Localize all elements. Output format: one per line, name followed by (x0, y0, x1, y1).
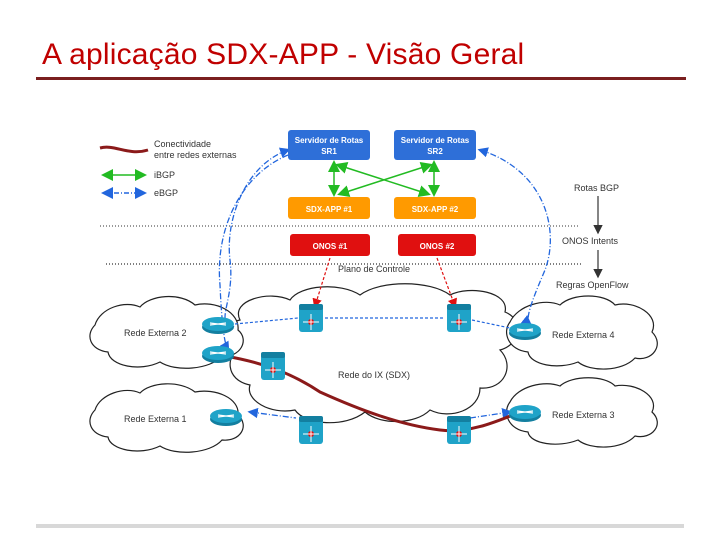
route-server-sr2-line2: SR2 (427, 147, 443, 156)
router-links (234, 317, 511, 329)
legend: Conectividade entre redes externas iBGP … (99, 139, 237, 199)
legend-ibgp-label: iBGP (154, 170, 175, 180)
router-edge-net2-a (202, 317, 234, 334)
legend-ebgp-label: eBGP (154, 188, 178, 198)
router-edge-net3 (509, 405, 541, 422)
title-underline (36, 77, 686, 80)
router-edge-net1 (210, 409, 242, 426)
sdx-app-2: SDX-APP #2 (394, 197, 476, 219)
openflow-rules-label: Regras OpenFlow (556, 280, 629, 290)
sdx-app-2-label: SDX-APP #2 (412, 205, 459, 214)
onos-2: ONOS #2 (398, 234, 476, 256)
sdx-app-1: SDX-APP #1 (288, 197, 370, 219)
external-network-1-cloud: Rede Externa 1 (89, 383, 244, 453)
external-network-3-cloud: Rede Externa 3 (506, 377, 658, 448)
bgp-routes-label: Rotas BGP (574, 183, 619, 193)
external-network-2-label: Rede Externa 2 (124, 328, 187, 338)
sdx-switch-top-left (299, 304, 323, 332)
sdx-switch-bottom-left (299, 416, 323, 444)
page-title: A aplicação SDX-APP - Visão Geral (42, 38, 525, 71)
router-edge-net2-b (202, 346, 234, 363)
external-network-4-cloud: Rede Externa 4 (506, 295, 658, 370)
external-network-1-label: Rede Externa 1 (124, 414, 187, 424)
route-server-sr1-line1: Servidor de Rotas (295, 136, 364, 145)
route-server-sr1-line2: SR1 (321, 147, 337, 156)
sdx-switch-bottom-right (447, 416, 471, 444)
route-server-sr1: Servidor de Rotas SR1 (288, 130, 370, 160)
legend-connectivity-label-2: entre redes externas (154, 150, 237, 160)
onos-1: ONOS #1 (290, 234, 370, 256)
external-network-3-label: Rede Externa 3 (552, 410, 615, 420)
footer-divider (36, 524, 684, 528)
legend-connectivity-line (99, 145, 149, 154)
onos-2-label: ONOS #2 (420, 242, 455, 251)
sdx-switch-top-right (447, 304, 471, 332)
ix-network-label: Rede do IX (SDX) (338, 370, 410, 380)
external-network-4-label: Rede Externa 4 (552, 330, 615, 340)
route-server-sr2: Servidor de Rotas SR2 (394, 130, 476, 160)
onos-1-label: ONOS #1 (313, 242, 348, 251)
route-server-sr2-line1: Servidor de Rotas (401, 136, 470, 145)
control-plane-label: Plano de Controle (338, 264, 410, 274)
sdx-app-1-label: SDX-APP #1 (306, 205, 353, 214)
ibgp-sessions (328, 160, 440, 197)
legend-connectivity-label-1: Conectividade (154, 139, 211, 149)
sdx-switch-middle (261, 352, 285, 380)
router-edge-net4 (509, 323, 541, 340)
onos-intents-label: ONOS Intents (562, 236, 619, 246)
control-plane-links (312, 257, 457, 309)
ebgp-sessions (218, 147, 551, 419)
